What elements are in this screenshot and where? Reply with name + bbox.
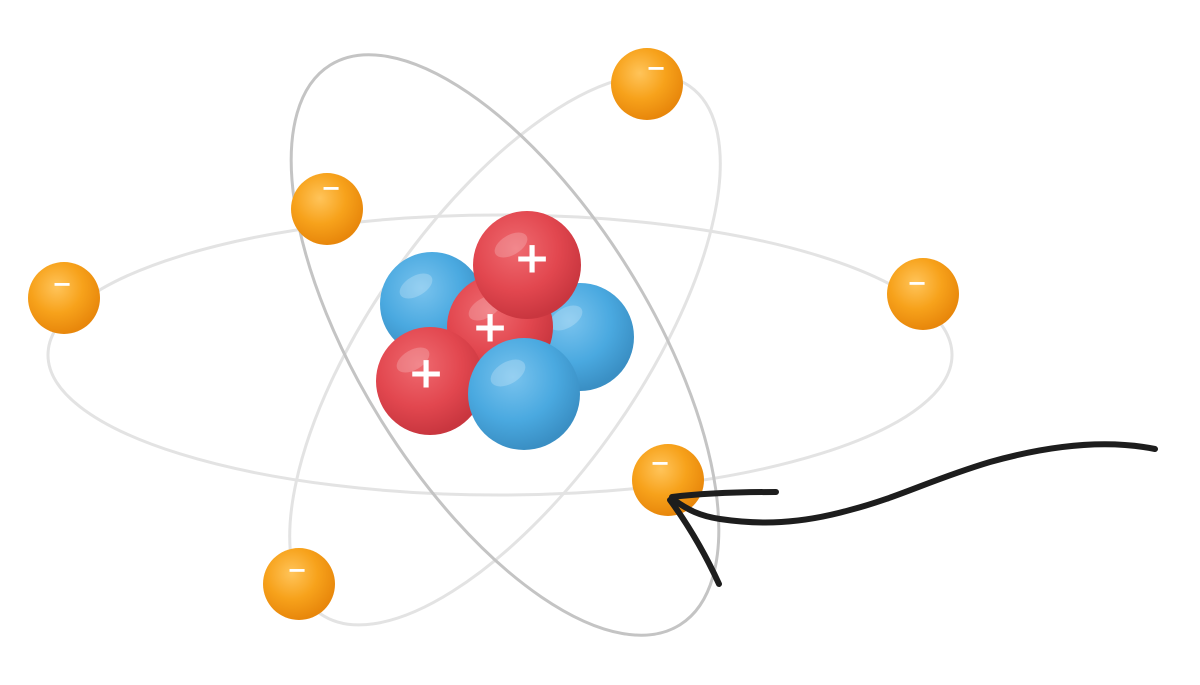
- electron: −: [28, 262, 100, 334]
- electron: −: [263, 548, 335, 620]
- electron: −: [291, 173, 363, 245]
- proton: +: [376, 327, 484, 435]
- electron-minus-sign: −: [650, 449, 670, 477]
- electron: −: [632, 444, 704, 516]
- arrow-head-upper: [669, 489, 779, 500]
- electron-minus-sign: −: [287, 556, 307, 584]
- arrow-head-lower: [667, 497, 722, 587]
- electron-minus-sign: −: [52, 270, 72, 298]
- electron: −: [611, 48, 683, 120]
- electron-minus-sign: −: [907, 269, 927, 297]
- proton-plus-sign: +: [408, 348, 445, 399]
- proton-plus-sign: +: [514, 233, 551, 284]
- electron-minus-sign: −: [646, 54, 666, 82]
- orbit-tilted-right: [289, 53, 721, 637]
- electrons: − − − − − −: [28, 48, 959, 620]
- arrow-shaft: [671, 441, 1158, 526]
- hand-drawn-arrow: [667, 441, 1158, 587]
- electron-minus-sign: −: [321, 174, 341, 202]
- neutron: [468, 338, 580, 450]
- proton: +: [473, 211, 581, 319]
- electron: −: [887, 258, 959, 330]
- orbit-horizontal: [46, 213, 954, 497]
- nucleus: + + +: [376, 211, 634, 450]
